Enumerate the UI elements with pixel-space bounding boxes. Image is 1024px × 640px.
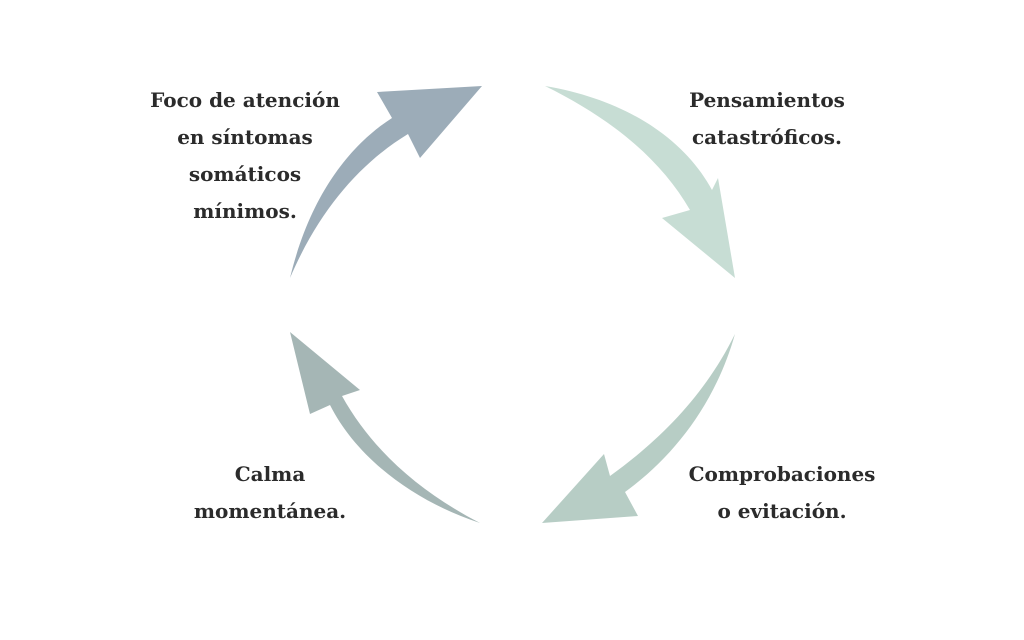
node-label-line: somáticos: [188, 162, 302, 186]
node-label-bottom-left: Calma momentánea.: [165, 456, 375, 530]
node-label-bottom-right: Comprobaciones o evitación.: [662, 456, 902, 530]
node-label-top-left: Foco de atención en síntomas somáticos m…: [140, 82, 350, 230]
node-label-line: Foco de atención: [150, 88, 340, 112]
arrow-top-left: [290, 86, 482, 278]
node-label-line: catastróficos.: [692, 125, 842, 149]
node-label-line: o evitación.: [717, 499, 847, 523]
node-label-line: en síntomas: [177, 125, 313, 149]
arrow-bottom-right: [542, 334, 735, 523]
node-label-line: momentánea.: [193, 499, 347, 523]
node-label-line: Pensamientos: [689, 88, 845, 112]
node-label-line: Comprobaciones: [688, 462, 876, 486]
node-label-line: Calma: [234, 462, 306, 486]
arrow-top-right: [545, 86, 735, 278]
node-label-top-right: Pensamientos catastróficos.: [662, 82, 872, 156]
arrow-bottom-left: [290, 332, 480, 523]
node-label-line: mínimos.: [193, 199, 297, 223]
